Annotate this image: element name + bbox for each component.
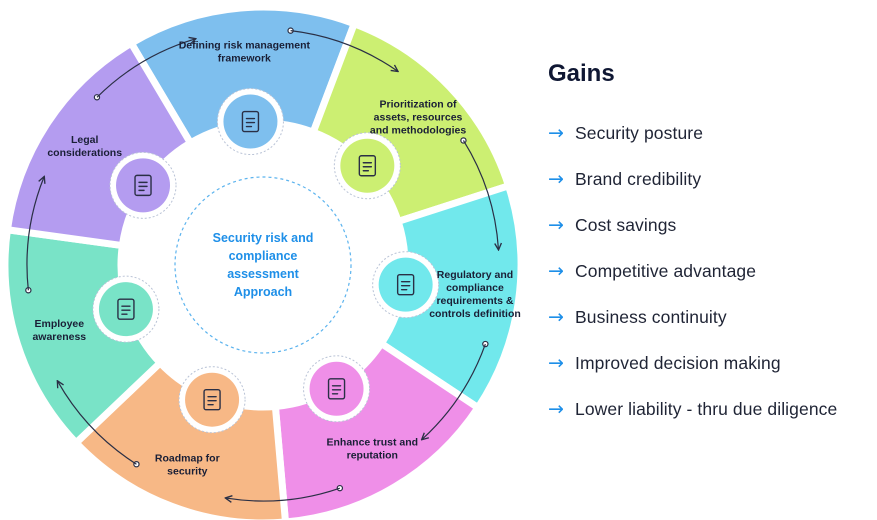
flow-arrow [58, 381, 137, 465]
gain-item: → Improved decision making [548, 340, 877, 386]
legal-document-icon [109, 151, 177, 219]
center-dashed-circle [174, 176, 352, 354]
gain-item: → Competitive advantage [548, 248, 877, 294]
gain-item: → Lower liability - thru due diligence [548, 386, 877, 432]
gains-list: → Security posture → Brand credibility → Cost… [548, 110, 877, 432]
gains-panel: Gains → Security posture → Brand credibilit… [548, 60, 877, 432]
document-shield-icon [372, 251, 440, 319]
arrow-right-icon: → [548, 352, 564, 374]
gain-item-label: Cost savings [575, 214, 677, 235]
flow-arrow [26, 177, 44, 291]
flow-arrow [290, 30, 398, 71]
arrow-right-icon: → [548, 260, 564, 282]
gain-item-label: Brand credibility [575, 168, 702, 189]
clipboard-warning-icon [216, 88, 284, 156]
gain-item: → Brand credibility [548, 156, 877, 202]
arrow-right-icon: → [548, 398, 564, 420]
people-hand-icon [92, 275, 160, 343]
gains-title: Gains [548, 60, 615, 87]
gain-item-label: Business continuity [575, 306, 727, 327]
handshake-icon [303, 355, 371, 423]
arrow-right-icon: → [548, 122, 564, 144]
gain-item-label: Improved decision making [575, 352, 781, 373]
arrow-right-icon: → [548, 168, 564, 190]
flowchart-icon [333, 132, 401, 200]
gain-item-label: Lower liability - thru due diligence [575, 398, 838, 419]
gain-item: → Security posture [548, 110, 877, 156]
flow-arrow [226, 487, 341, 501]
flow-arrow [422, 343, 486, 439]
arrow-right-icon: → [548, 306, 564, 328]
gain-item-label: Security posture [575, 122, 704, 143]
gain-item: → Business continuity [548, 294, 877, 340]
flow-arrow [96, 39, 195, 98]
arrow-right-icon: → [548, 214, 564, 236]
roadmap-path-icon [178, 366, 246, 434]
gain-item-label: Competitive advantage [575, 260, 757, 281]
gain-item: → Cost savings [548, 202, 877, 248]
flow-arrow [462, 140, 498, 249]
